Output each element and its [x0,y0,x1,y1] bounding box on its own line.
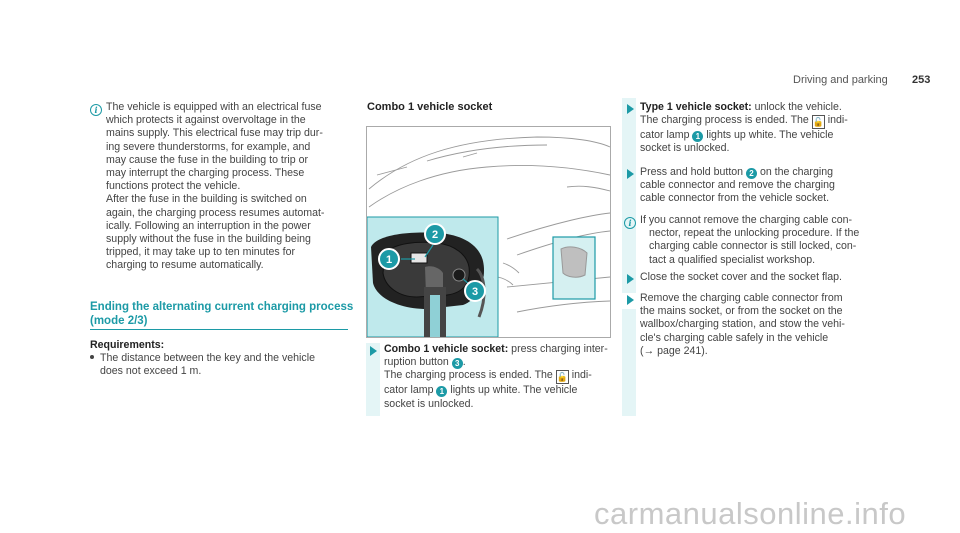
heading-rule [90,329,348,330]
step-arrow-icon [627,274,634,284]
press-button-step: Press and hold button 2 on the charging … [640,166,835,205]
page-reference-link[interactable]: (→ page 241). [640,344,708,357]
unlock-icon: 🔓 [555,370,569,385]
requirement-item: The distance between the key and the veh… [90,352,315,378]
svg-text:3: 3 [472,286,478,298]
step-arrow-icon [627,104,634,114]
car-diagram: 1 2 3 [367,136,610,337]
callout-3: 3 [464,280,486,302]
callout-1: 1 [378,248,400,270]
col3-step-bar [622,98,636,293]
svg-text:1: 1 [386,254,392,266]
col3-step-bar-2 [622,309,636,416]
close-cover-step: Close the socket cover and the socket fl… [640,271,842,283]
unlock-icon: 🔓 [811,115,825,130]
section-title: Driving and parking [793,74,888,86]
requirements-label: Requirements: [90,339,165,351]
type1-step: Type 1 vehicle socket: unlock the vehicl… [640,101,848,155]
info-icon: i [624,217,636,229]
locked-connector-note: If you cannot remove the charging cable … [640,214,860,266]
remove-connector-step: Remove the charging cable connector from… [640,292,845,357]
figure-title: Combo 1 vehicle socket [367,101,493,113]
combo1-step: Combo 1 vehicle socket: press charging i… [384,343,608,410]
charging-socket-illustration: 1 2 3 [366,126,611,338]
svg-text:2: 2 [432,229,438,241]
page-number: 253 [912,74,931,86]
bullet-icon [90,355,94,359]
fuse-note: The vehicle is equipped with an electric… [106,101,325,272]
step-arrow-icon [370,346,377,356]
step-bar [366,343,380,416]
step-arrow-icon [627,169,634,179]
info-icon: i [90,104,102,116]
step-arrow-icon [627,295,634,305]
watermark: carmanualsonline.info [594,496,907,531]
section-heading: Ending the alternating current charging … [90,301,354,327]
callout-2: 2 [424,223,446,245]
